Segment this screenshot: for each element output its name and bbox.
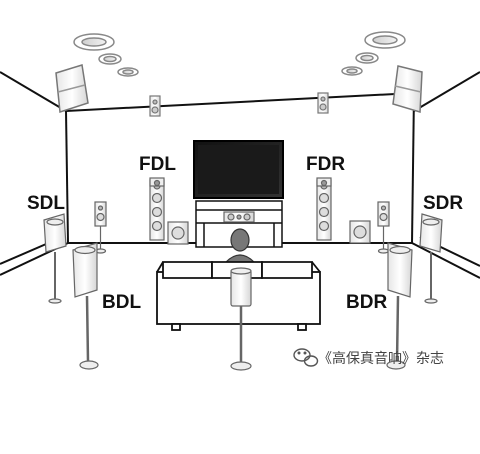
surround-left-speaker (43, 213, 67, 304)
front-left-tower-speaker (149, 177, 165, 241)
back-wall-height-speaker-left (149, 95, 161, 117)
wechat-icon (293, 348, 319, 367)
label-bdr: BDR (346, 292, 388, 313)
label-sdr: SDR (423, 193, 464, 214)
back-wall-height-speaker-right (317, 92, 329, 114)
wide-left-speaker (94, 201, 107, 254)
back-right-speaker (386, 242, 413, 370)
upper-wall-speaker-right (392, 65, 423, 113)
subwoofer-left (167, 221, 189, 245)
upper-wall-speaker-left (55, 64, 89, 113)
ceiling-speakers-left (73, 33, 139, 77)
front-right-tower-speaker (316, 177, 332, 241)
ceiling-speakers-right (341, 31, 406, 76)
surround-right-speaker (419, 213, 443, 304)
label-sdl: SDL (27, 193, 65, 214)
label-fdr: FDR (306, 154, 346, 175)
back-left-speaker (72, 242, 99, 370)
listener (224, 228, 256, 263)
rear-center-speaker (230, 267, 252, 371)
label-fdl: FDL (139, 154, 176, 175)
wide-right-speaker (377, 201, 390, 254)
watermark-text: 《高保真音响》杂志 (318, 351, 444, 367)
center-speaker (223, 211, 255, 223)
television (193, 140, 284, 199)
label-bdl: BDL (102, 292, 142, 313)
subwoofer-right (349, 220, 371, 244)
